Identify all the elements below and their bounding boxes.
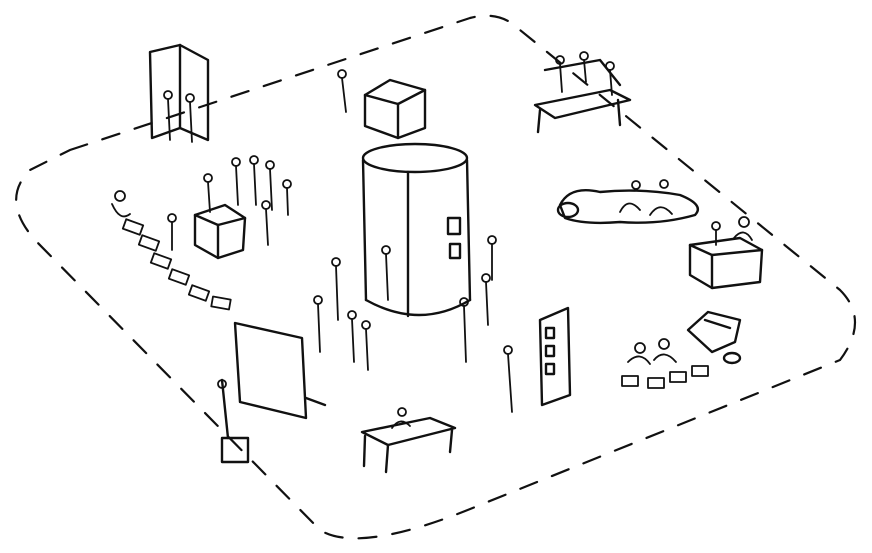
small-podium xyxy=(222,380,248,462)
floor-cushions xyxy=(622,366,708,388)
standing-screen xyxy=(235,323,325,418)
lounge-sofa xyxy=(558,190,698,223)
stepping-tiles xyxy=(123,219,231,309)
work-table xyxy=(362,418,455,472)
dashed-floor-boundary xyxy=(16,16,855,539)
central-cylinder-kiosk xyxy=(363,144,470,316)
folding-display-screen xyxy=(150,45,208,140)
armchair xyxy=(688,312,740,363)
meeting-table xyxy=(535,60,630,132)
box-table xyxy=(195,205,245,258)
cube-display xyxy=(365,80,425,138)
counter-desk xyxy=(690,238,762,288)
display-panel-door xyxy=(540,308,570,405)
